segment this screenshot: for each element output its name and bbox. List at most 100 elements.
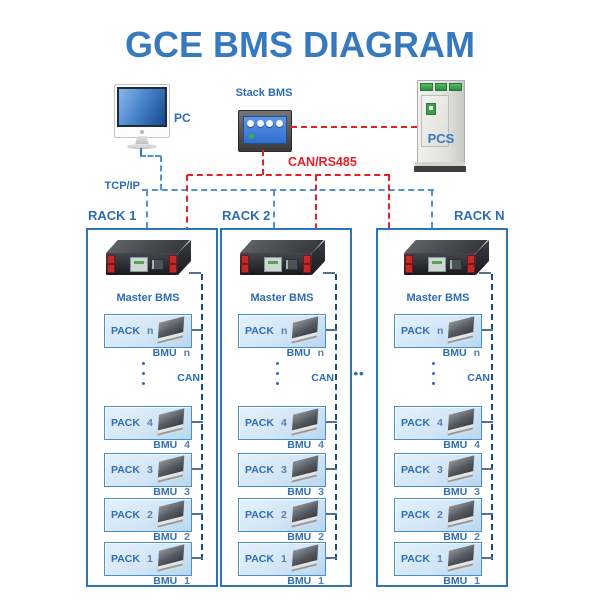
pc-to-bus-line [160, 156, 162, 190]
stack-bms-screen [243, 116, 287, 144]
bmu-label: BMU [287, 575, 312, 587]
pack-can-connector [326, 557, 337, 559]
bmu-label: BMU [286, 347, 311, 359]
pack-label: PACK [111, 464, 140, 476]
pc-computer-icon [114, 84, 170, 138]
pack-can-connector [326, 329, 337, 331]
pcs-plinth [415, 162, 465, 166]
pack-number: 2 [280, 509, 287, 521]
pc-camera-dot [140, 130, 144, 134]
pack-label: PACK [245, 553, 274, 565]
pack-can-connector [192, 557, 203, 559]
red-drop-rackn [388, 175, 390, 266]
pc-stand [135, 136, 149, 145]
bmu-label: BMU [443, 531, 468, 543]
pack-can-connector [192, 329, 203, 331]
red-drop-rack1 [186, 175, 188, 264]
rack-2-label: RACK 2 [222, 208, 271, 223]
pack-number: n [436, 325, 444, 337]
can-bus-line [335, 274, 337, 560]
master-can-connector [189, 272, 201, 274]
pack-number: 1 [280, 553, 287, 565]
bmu-label: BMU [287, 531, 312, 543]
can-label: CAN [467, 372, 490, 384]
pack-number: 1 [436, 553, 443, 565]
pack-number: 4 [146, 417, 153, 429]
pack-can-connector [326, 513, 337, 515]
master-bms-label: Master BMS [406, 292, 470, 304]
bmu-label: BMU [443, 575, 468, 587]
bmu-number: 4 [318, 439, 324, 451]
pack-box: PACK n [238, 314, 326, 348]
bmu-device-icon [291, 408, 319, 434]
stackbms-to-pcs-line [291, 126, 417, 128]
can-bus-line [201, 274, 203, 560]
bmu-label: BMU [443, 439, 468, 451]
bmu-number: 1 [184, 575, 190, 587]
pcs-cabinet-icon: PCS [417, 80, 465, 164]
bmu-device-icon [157, 500, 185, 526]
bmu-label: BMU [153, 439, 178, 451]
bmu-number: 4 [474, 439, 480, 451]
pcs-label: PCS [427, 131, 455, 146]
pack-number: 2 [436, 509, 443, 521]
bmu-label: BMU [153, 575, 178, 587]
bmu-number: n [473, 347, 480, 359]
master-bms-icon [396, 240, 502, 290]
bmu-number: 2 [184, 531, 190, 543]
pack-can-connector [192, 468, 203, 470]
pack-number: 3 [280, 464, 287, 476]
bmu-label: BMU [153, 531, 178, 543]
vertical-ellipsis-dots [432, 362, 435, 392]
pc-link-jog-line [140, 155, 161, 157]
pack-number: 3 [146, 464, 153, 476]
bmu-label: BMU [287, 439, 312, 451]
bmu-number: 3 [474, 486, 480, 498]
bmu-number: 2 [318, 531, 324, 543]
bmu-number: 2 [474, 531, 480, 543]
pack-label: PACK [401, 509, 430, 521]
bmu-number: n [183, 347, 190, 359]
pack-number: 4 [280, 417, 287, 429]
pc-downlink-line [140, 148, 142, 156]
bmu-number: 4 [184, 439, 190, 451]
pc-base [127, 144, 157, 149]
pack-label: PACK [245, 417, 274, 429]
pc-screen [117, 87, 167, 127]
pack-label: PACK [245, 325, 274, 337]
pcs-door [421, 95, 449, 147]
stackbms-drop-line [262, 150, 264, 175]
pack-number: 3 [436, 464, 443, 476]
bmu-number: 1 [318, 575, 324, 587]
pack-can-connector [482, 557, 493, 559]
pack-can-connector [482, 329, 493, 331]
pc-label: PC [174, 111, 191, 125]
stack-bms-status-led [249, 134, 254, 139]
bmu-number: 1 [474, 575, 480, 587]
pack-number: n [280, 325, 288, 337]
pack-can-connector [192, 513, 203, 515]
rack-n-label: RACK N [454, 208, 505, 223]
bmu-device-icon [291, 544, 319, 570]
can-label: CAN [177, 372, 200, 384]
rack-1-label: RACK 1 [88, 208, 137, 223]
bmu-label: BMU [443, 486, 468, 498]
bmu-label: BMU [287, 486, 312, 498]
bmu-label: BMU [153, 486, 178, 498]
pack-number: n [146, 325, 154, 337]
master-bms-icon [232, 240, 338, 290]
